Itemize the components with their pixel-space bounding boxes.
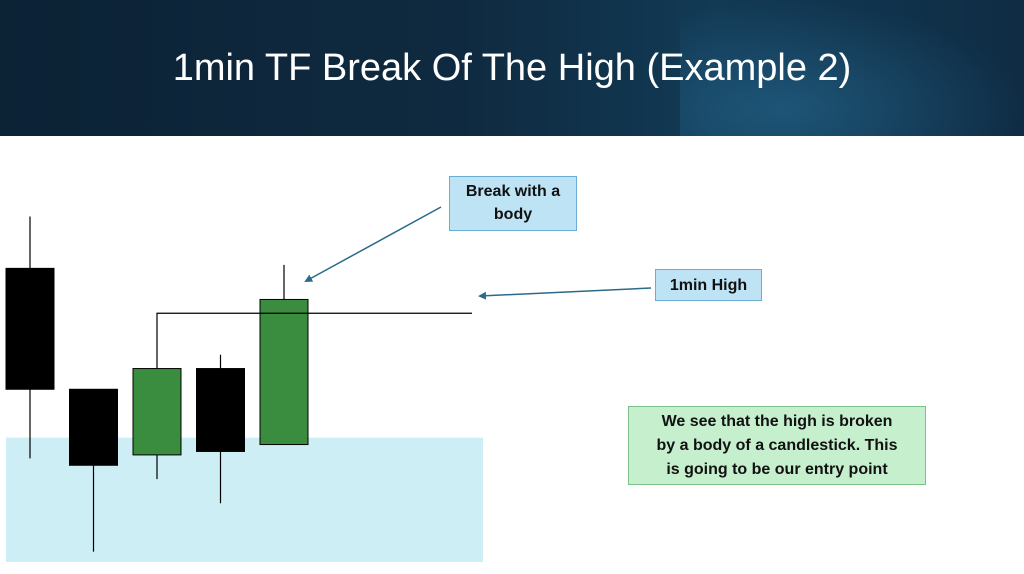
high-callout-label: 1min High	[669, 277, 748, 294]
slide-title: 1min TF Break Of The High (Example 2)	[172, 47, 852, 89]
break-callout-line1: Break with a	[465, 183, 561, 200]
break-callout-line2: body	[493, 206, 533, 223]
note-line-1: We see that the high is broken	[661, 413, 893, 430]
break-with-body-callout: Break with a body	[449, 176, 577, 231]
entry-point-note: We see that the high is broken by a body…	[628, 406, 926, 485]
high-arrow	[478, 287, 652, 300]
header-glow	[680, 0, 1024, 136]
slide-header: 1min TF Break Of The High (Example 2)	[0, 0, 1024, 136]
candle-5-body	[259, 298, 309, 446]
high-level-line	[156, 312, 472, 369]
note-line-2: by a body of a candlestick. This	[656, 437, 898, 454]
candle-2-body	[69, 388, 118, 466]
candle-1-body	[5, 267, 55, 390]
candles-group	[5, 216, 309, 552]
note-line-3: is going to be our entry point	[666, 461, 888, 478]
1min-high-callout: 1min High	[655, 269, 762, 301]
candle-4-body	[196, 368, 245, 452]
break-arrow	[304, 206, 442, 282]
candle-3-body	[132, 368, 182, 456]
